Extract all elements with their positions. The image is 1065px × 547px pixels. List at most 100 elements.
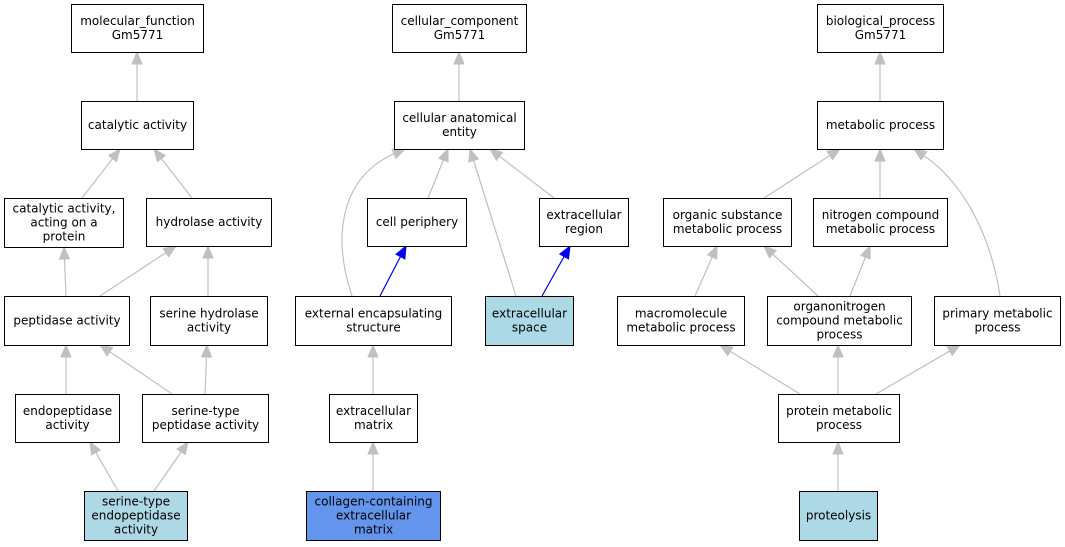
arrowhead-icon	[395, 244, 407, 260]
go-term-node-peptidase[interactable]: peptidase activity	[4, 296, 130, 346]
node-box	[146, 198, 272, 247]
node-label-line: Gm5771	[434, 28, 486, 42]
edge-line	[923, 155, 1001, 297]
node-box	[617, 296, 745, 346]
arrowhead-icon	[912, 148, 928, 161]
edge-macromolecule-to-organic_sub	[694, 244, 718, 297]
arrowhead-icon	[162, 245, 178, 258]
edge-protein_met-to-macromolecule	[718, 344, 801, 395]
edge-extra_region-to-cae	[488, 148, 555, 199]
node-box	[295, 296, 452, 346]
go-term-node-metabolic[interactable]: metabolic process	[817, 101, 944, 150]
edge-cae-to-cc_root	[453, 50, 465, 101]
node-box	[813, 198, 948, 247]
node-label-line: process	[974, 321, 1020, 335]
node-label-line: metabolic process	[673, 222, 782, 236]
edge-line	[99, 252, 167, 297]
node-label-line: matrix	[354, 418, 393, 432]
go-term-node-proteolysis[interactable]: proteolysis	[799, 491, 878, 541]
node-label-line: extracellular	[546, 208, 621, 222]
edge-peptidase-to-hydrolase	[99, 245, 178, 297]
node-label-line: serine hydrolase	[159, 307, 258, 321]
edge-extra_space-to-cae	[468, 147, 517, 297]
edge-ser_hydrolase-to-hydrolase	[202, 244, 214, 296]
node-box	[394, 101, 525, 150]
edge-line	[341, 153, 395, 297]
edge-line	[694, 256, 713, 297]
edge-line	[849, 256, 867, 297]
arrowhead-icon	[706, 244, 718, 260]
node-label-line: activity	[114, 523, 158, 537]
edge-organic_sub-to-metabolic	[763, 148, 842, 199]
go-term-node-hydrolase[interactable]: hydrolase activity	[146, 198, 272, 247]
node-label-line: space	[512, 321, 547, 335]
arrowhead-icon	[488, 148, 504, 162]
node-label-line: extracellular	[492, 307, 567, 321]
edge-line	[499, 155, 555, 199]
go-term-node-cell_periphery[interactable]: cell periphery	[367, 198, 467, 247]
edge-extra_space-to-extra_region	[541, 244, 571, 297]
edge-metabolic-to-bp_root	[874, 50, 886, 101]
edge-line	[763, 154, 831, 199]
edge-line	[63, 258, 67, 297]
arrowhead-icon	[131, 50, 143, 65]
edge-line	[541, 256, 565, 297]
node-label-line: hydrolase activity	[156, 215, 263, 229]
arrowhead-icon	[946, 344, 962, 357]
arrowhead-icon	[107, 147, 121, 163]
node-label-line: cellular anatomical	[402, 111, 516, 125]
node-label-line: acting on a	[30, 216, 97, 230]
edge-extra_matrix-to-ext_encap	[367, 343, 379, 394]
edge-hydrolase-to-catalytic	[153, 147, 193, 199]
node-label-line: endopeptidase	[23, 404, 112, 418]
edge-line	[875, 350, 950, 395]
edge-cat_protein-to-catalytic	[81, 147, 121, 199]
node-label-line: collagen-containing	[315, 495, 433, 509]
arrowhead-icon	[718, 344, 734, 357]
node-box	[84, 491, 188, 541]
node-label-line: process	[816, 328, 862, 342]
arrowhead-icon	[874, 147, 886, 162]
go-term-node-catalytic[interactable]: catalytic activity	[81, 101, 194, 150]
node-label-line: protein metabolic	[786, 404, 892, 418]
node-label-line: external encapsulating	[305, 307, 443, 321]
node-box	[799, 491, 878, 541]
node-box	[767, 296, 912, 346]
edge-nitrogen-to-metabolic	[874, 147, 886, 198]
edge-line	[729, 350, 801, 395]
arrowhead-icon	[367, 440, 379, 455]
node-label-line: process	[816, 418, 862, 432]
edge-ext_encap-to-cell_periphery	[379, 244, 407, 297]
node-box	[778, 394, 900, 443]
node-box	[4, 198, 124, 248]
node-box	[306, 491, 441, 541]
node-label-line: activity	[187, 321, 231, 335]
node-box	[81, 101, 194, 150]
node-label-line: molecular_function	[80, 14, 195, 28]
arrowhead-icon	[558, 244, 571, 260]
edge-catalytic-to-mf_root	[131, 50, 143, 101]
edge-collagen-to-extra_matrix	[367, 440, 379, 491]
node-label-line: catalytic activity,	[13, 202, 116, 216]
